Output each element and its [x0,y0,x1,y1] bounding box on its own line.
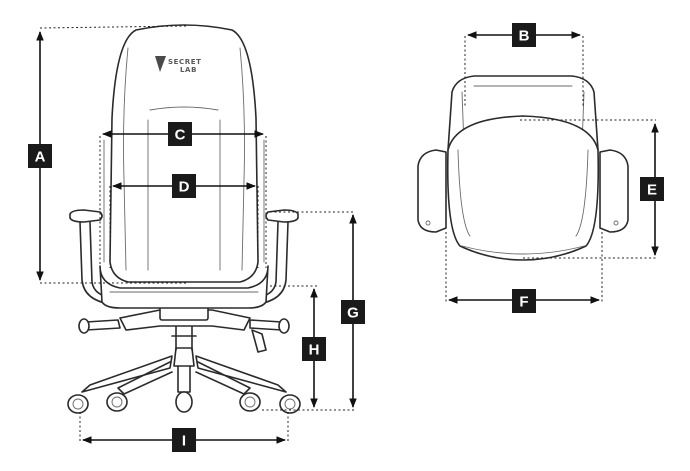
label-c: C [168,122,192,146]
label-g: G [341,300,365,324]
logo-line2: LAB [180,66,197,74]
label-f: F [512,289,536,313]
svg-text:D: D [179,179,190,196]
chair-base [81,347,287,395]
label-d: D [172,174,196,198]
svg-text:C: C [175,127,186,144]
svg-text:G: G [347,305,359,322]
label-i: I [172,428,196,452]
top-view-chair [417,75,629,261]
label-b: B [512,23,536,47]
label-a: A [28,144,52,168]
tilt-mechanism [78,305,290,353]
label-e: E [640,177,664,201]
logo-line1: SECRET [168,58,202,66]
armrests [69,209,299,307]
seat-cushion [99,265,269,309]
svg-text:B: B [519,28,530,45]
guide-lines [39,25,656,442]
front-view-chair: SECRET LAB [67,24,301,414]
secretlab-logo: SECRET LAB [155,56,202,74]
label-h: H [302,337,326,361]
svg-text:E: E [647,182,657,199]
caster-wheels [67,391,301,414]
svg-text:I: I [182,433,186,450]
svg-text:H: H [309,342,320,359]
svg-text:A: A [35,149,46,166]
svg-text:F: F [519,294,528,311]
backrest [103,24,265,283]
